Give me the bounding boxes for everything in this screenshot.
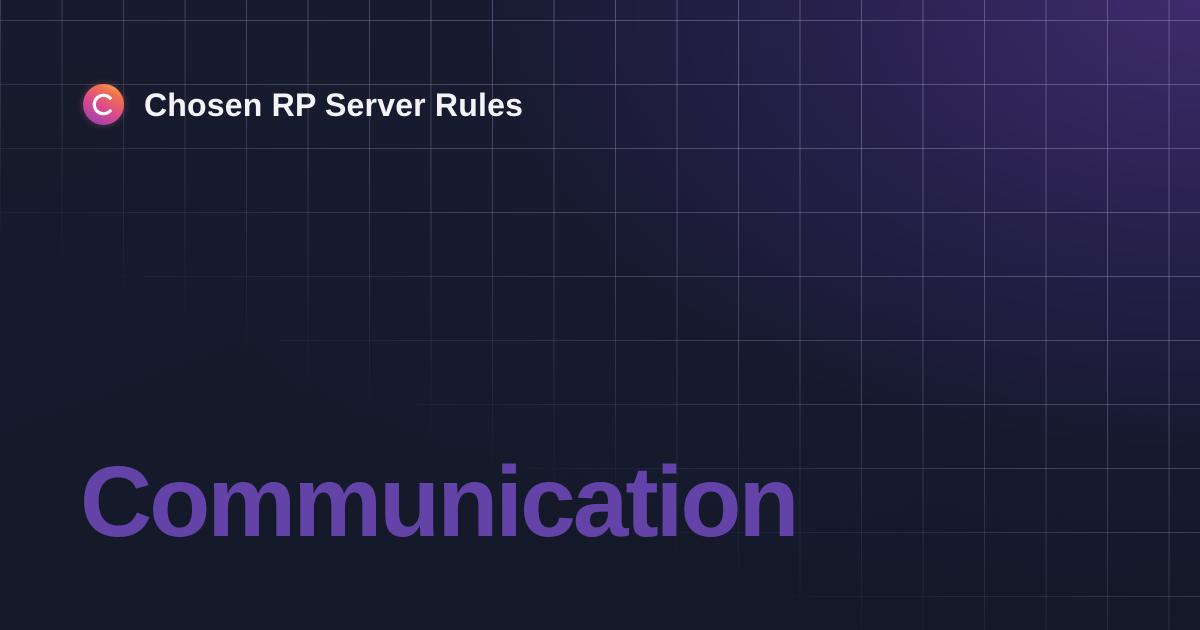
brand-header: Chosen RP Server Rules [83,84,523,125]
page-title: Communication [80,446,800,558]
c-letter-icon [92,93,112,116]
site-name: Chosen RP Server Rules [144,86,524,123]
logo-icon [83,84,124,125]
